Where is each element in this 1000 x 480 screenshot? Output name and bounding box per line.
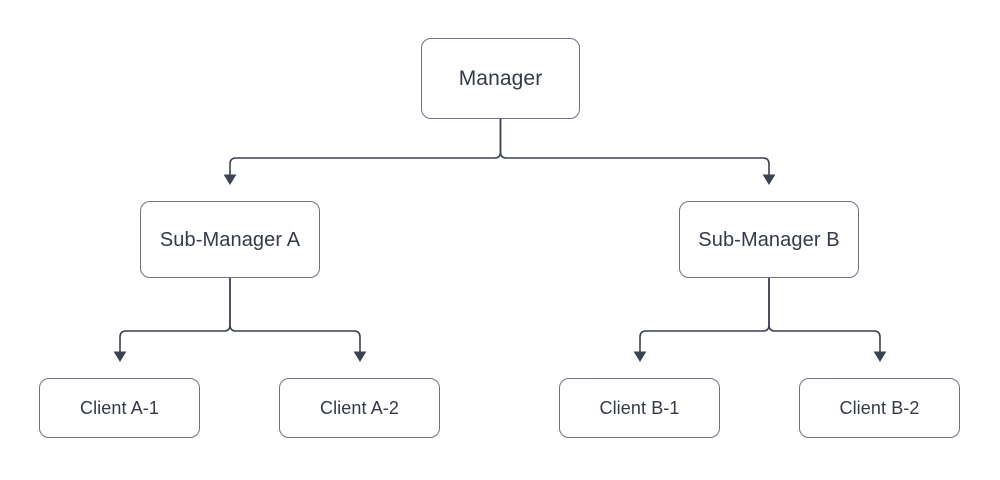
node-sub-manager-b[interactable]: Sub-Manager B <box>679 201 859 278</box>
node-client-a1[interactable]: Client A-1 <box>39 378 200 438</box>
node-client-b1[interactable]: Client B-1 <box>559 378 720 438</box>
edge-sub-a-to-client-a1 <box>113 278 231 363</box>
node-client-b2[interactable]: Client B-2 <box>799 378 960 438</box>
edge-manager-to-sub-b <box>499 119 776 186</box>
node-client-a1-label: Client A-1 <box>79 398 160 418</box>
edge-sub-b-to-client-b2 <box>768 278 887 363</box>
node-manager-label: Manager <box>458 67 543 90</box>
node-client-a2[interactable]: Client A-2 <box>279 378 440 438</box>
edge-sub-a-to-client-a2 <box>229 278 367 363</box>
node-sub-manager-a[interactable]: Sub-Manager A <box>140 201 320 278</box>
edge-sub-b-to-client-b1 <box>633 278 770 363</box>
node-sub-manager-a-label: Sub-Manager A <box>159 228 301 251</box>
node-sub-manager-b-label: Sub-Manager B <box>698 228 840 251</box>
node-client-b1-label: Client B-1 <box>599 398 680 418</box>
node-client-b2-label: Client B-2 <box>839 398 920 418</box>
node-client-a2-label: Client A-2 <box>319 398 400 418</box>
edge-manager-to-sub-a <box>223 119 502 186</box>
node-manager[interactable]: Manager <box>421 38 580 119</box>
